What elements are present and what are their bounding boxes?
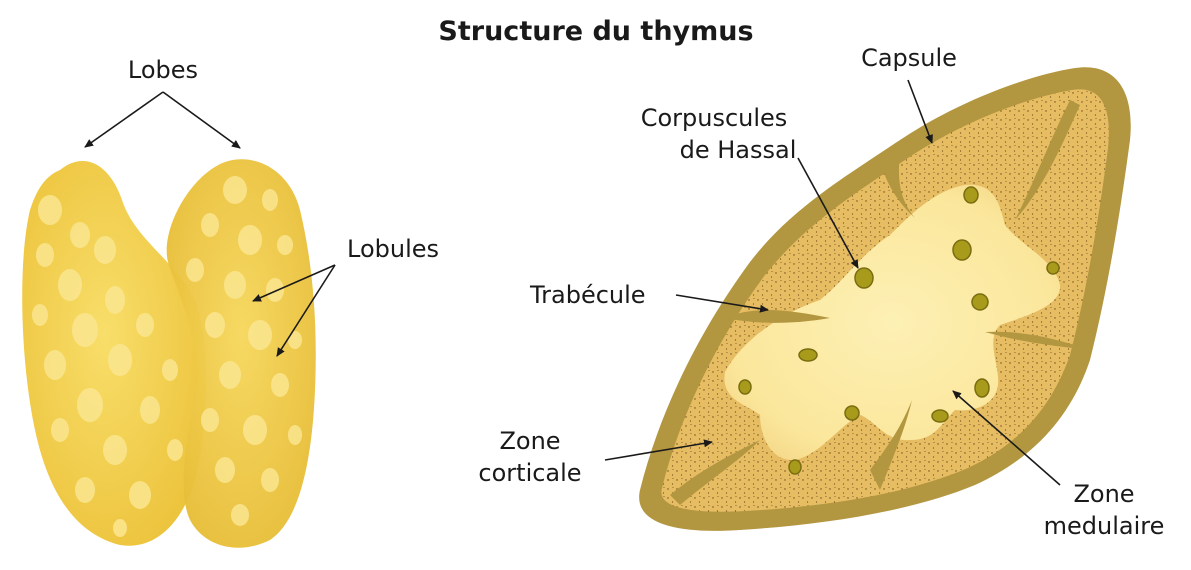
hassal-corpuscles [738, 186, 1060, 475]
trabecula [670, 440, 760, 505]
label-capsule: Capsule [861, 44, 957, 72]
label-zone-medulaire-line2: medulaire [1044, 512, 1165, 540]
trabecula [1015, 100, 1080, 220]
hassal-corpuscle [931, 409, 949, 423]
hassal-corpuscle [854, 267, 874, 289]
label-corpuscules-line2: de Hassal [680, 136, 797, 164]
arrow-corpuscules [797, 157, 859, 269]
hassal-corpuscle [798, 348, 818, 362]
arrow-lobes-right [162, 91, 241, 149]
hassal-corpuscle [974, 378, 990, 398]
diagram-title: Structure du thymus [438, 16, 753, 47]
hassal-corpuscle [963, 186, 979, 204]
label-trabecule: Trabécule [529, 281, 646, 309]
arrow-lobules-2 [276, 264, 336, 357]
arrow-zone-medulaire [952, 390, 1061, 486]
trabecula [725, 310, 830, 323]
label-corpuscules-line1: Corpuscules [641, 104, 788, 132]
trabeculae [670, 100, 1090, 505]
lobule-spots [32, 176, 302, 537]
hassal-corpuscle [844, 405, 860, 421]
hassal-corpuscle [1046, 261, 1060, 275]
arrow-lobules-1 [252, 264, 336, 302]
thymus-cross-section [639, 67, 1131, 531]
hassal-corpuscle [738, 379, 752, 395]
arrow-trabecule [675, 294, 769, 313]
arrow-capsule [907, 79, 933, 144]
arrow-lobes-left [84, 91, 164, 148]
trabecula [870, 400, 912, 490]
label-lobes: Lobes [128, 56, 198, 84]
right-lobe [166, 159, 316, 548]
label-zone-corticale-line1: Zone [499, 427, 560, 455]
arrow-zone-corticale [604, 439, 713, 461]
hassal-corpuscle [952, 239, 972, 261]
hassal-corpuscle [788, 459, 802, 475]
hassal-corpuscle [971, 293, 989, 311]
label-lobules: Lobules [347, 235, 439, 263]
trabecula [880, 155, 915, 218]
label-zone-corticale-line2: corticale [478, 459, 581, 487]
trabecula [985, 331, 1090, 350]
thymus-lobes-illustration [22, 159, 316, 548]
label-zone-medulaire-line1: Zone [1073, 480, 1134, 508]
